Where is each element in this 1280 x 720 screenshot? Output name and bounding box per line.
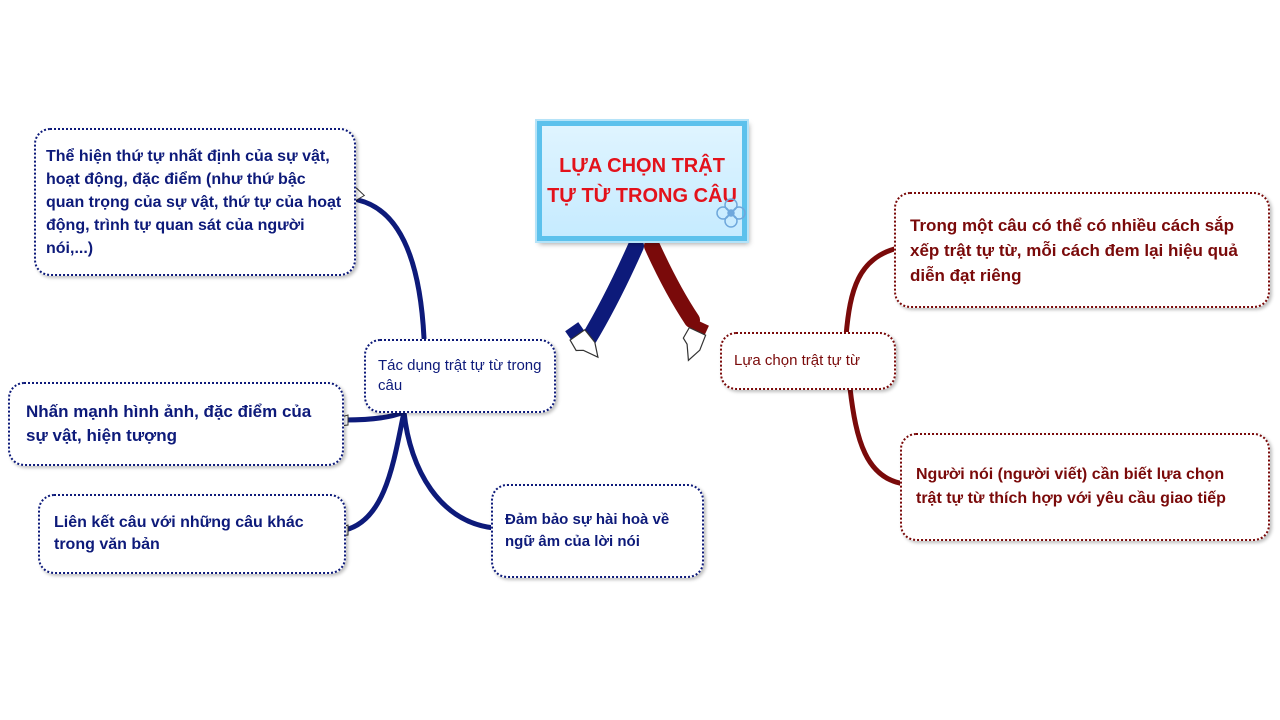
left-connector-4 (401, 409, 497, 531)
right-main-branch (644, 238, 700, 328)
left-main-branch (580, 238, 644, 348)
right-branch-label: Lựa chọn trật tự từ (734, 352, 861, 369)
left-item-3-text: Liên kết câu với những câu khác trong vă… (54, 514, 304, 553)
left-item-1-text: Thể hiện thứ tự nhất định của sự vật, ho… (46, 147, 342, 257)
left-connector-2 (342, 409, 407, 423)
right-item-1[interactable]: Trong một câu có thể có nhiều cách sắp x… (894, 192, 1270, 308)
right-item-2-text: Người nói (người viết) cần biết lựa chọn… (916, 466, 1226, 507)
left-item-2-text: Nhấn mạnh hình ảnh, đặc điểm của sự vật,… (26, 402, 312, 445)
left-item-4-text: Đảm bảo sự hài hoà về ngữ âm của lời nói (505, 511, 670, 550)
right-item-1-text: Trong một câu có thể có nhiều cách sắp x… (910, 215, 1238, 285)
left-item-2[interactable]: Nhấn mạnh hình ảnh, đặc điểm của sự vật,… (8, 382, 344, 466)
pointing-hand-icon (565, 322, 599, 359)
right-connector-2 (847, 385, 907, 487)
right-connector-1 (843, 245, 901, 339)
left-connector-1 (355, 197, 427, 341)
left-item-4[interactable]: Đảm bảo sự hài hoà về ngữ âm của lời nói (491, 484, 704, 578)
central-title: LỰA CHỌN TRẬT TỰ TỪ TRONG CÂU (547, 155, 737, 207)
left-connector-3 (342, 409, 407, 533)
flower-icon (716, 198, 746, 228)
right-branch-label-box[interactable]: Lựa chọn trật tự từ (720, 332, 896, 390)
pointing-hand-icon (682, 318, 709, 362)
right-item-2[interactable]: Người nói (người viết) cần biết lựa chọn… (900, 433, 1270, 541)
central-topic[interactable]: LỰA CHỌN TRẬT TỰ TỪ TRONG CÂU (537, 121, 747, 241)
left-branch-label-box[interactable]: Tác dụng trật tự từ trong câu (364, 339, 556, 413)
left-branch-label: Tác dụng trật tự từ trong câu (378, 357, 542, 394)
left-item-1[interactable]: Thể hiện thứ tự nhất định của sự vật, ho… (34, 128, 356, 276)
left-item-3[interactable]: Liên kết câu với những câu khác trong vă… (38, 494, 346, 574)
